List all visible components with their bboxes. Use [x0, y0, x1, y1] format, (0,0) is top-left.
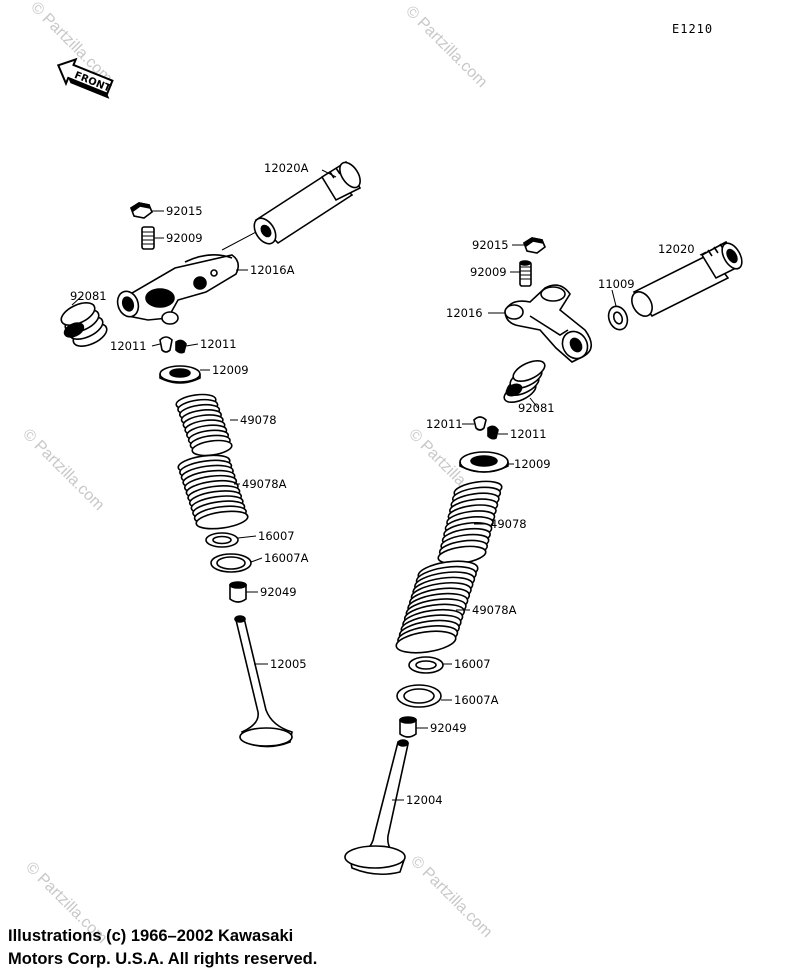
part-label: 92049	[260, 585, 297, 599]
valve-stem-seal	[229, 581, 247, 603]
part-label: 49078	[240, 413, 277, 427]
part-label: 16007	[258, 529, 295, 543]
part-label: 92081	[518, 401, 555, 415]
leader-lines	[392, 244, 707, 801]
part-label: 49078A	[242, 477, 287, 491]
adjuster-screw	[519, 260, 532, 287]
watermark-text: © Partzilla.com	[19, 426, 107, 514]
part-label: 49078	[490, 517, 527, 531]
right-part-labels: 92015 92009 12020 11009 12016 92081 1201…	[406, 238, 695, 807]
part-label: 16007A	[454, 693, 499, 707]
part-label: 12011	[200, 337, 237, 351]
part-label: 12020	[658, 242, 695, 256]
part-label: 12009	[514, 457, 551, 471]
outer-valve-spring	[395, 560, 479, 654]
rocker-shaft	[631, 240, 743, 318]
rocker-arm	[504, 284, 593, 363]
inner-valve-spring	[175, 393, 233, 457]
part-label: 12011	[110, 339, 147, 353]
part-label: 12005	[270, 657, 307, 671]
spring-coil	[395, 630, 457, 654]
outer-valve-spring	[177, 454, 249, 530]
right-valve-assembly	[344, 237, 743, 876]
rocker-arm	[116, 254, 240, 325]
part-label: 92009	[470, 265, 507, 279]
watermark-text: © Partzilla.com	[402, 3, 490, 91]
cotter	[487, 425, 499, 440]
part-label: 12011	[510, 427, 547, 441]
valve-stem-seal	[399, 716, 417, 738]
part-label: 92081	[70, 289, 107, 303]
part-label: 12011	[426, 417, 463, 431]
part-label: 92049	[430, 721, 467, 735]
part-label: 11009	[598, 277, 635, 291]
copyright-notice: Illustrations (c) 1966–2002 Kawasaki Mot…	[8, 925, 317, 971]
left-valve-assembly	[60, 160, 362, 748]
cotter	[159, 336, 173, 353]
valve	[234, 615, 293, 748]
part-label: 92015	[472, 238, 509, 252]
part-label: 49078A	[472, 603, 517, 617]
part-label: 12016A	[250, 263, 295, 277]
spring-coil	[195, 510, 249, 530]
small-spring	[503, 359, 546, 404]
cotter	[473, 416, 487, 431]
inner-valve-spring	[437, 480, 503, 565]
copyright-line: Illustrations (c) 1966–2002 Kawasaki	[8, 927, 294, 945]
part-label: 92009	[166, 231, 203, 245]
diagram-code: E1210	[672, 22, 713, 36]
part-label: 12009	[212, 363, 249, 377]
leader-lines	[71, 169, 337, 665]
left-part-labels: 12020A 92015 92009 12016A 92081 12011 12…	[70, 161, 309, 671]
valve	[344, 739, 409, 876]
part-label: 16007A	[264, 551, 309, 565]
part-label: 16007	[454, 657, 491, 671]
rocker-shaft	[253, 160, 362, 245]
adjuster-screw	[141, 226, 155, 250]
part-label: 12004	[406, 793, 443, 807]
part-label: 12020A	[264, 161, 309, 175]
part-label: 92015	[166, 204, 203, 218]
watermark-text: © Partzilla.com	[407, 853, 495, 941]
small-spring	[60, 302, 108, 347]
part-label: 12016	[446, 306, 483, 320]
copyright-line: Motors Corp. U.S.A. All rights reserved.	[8, 950, 318, 968]
cotter	[175, 339, 187, 354]
